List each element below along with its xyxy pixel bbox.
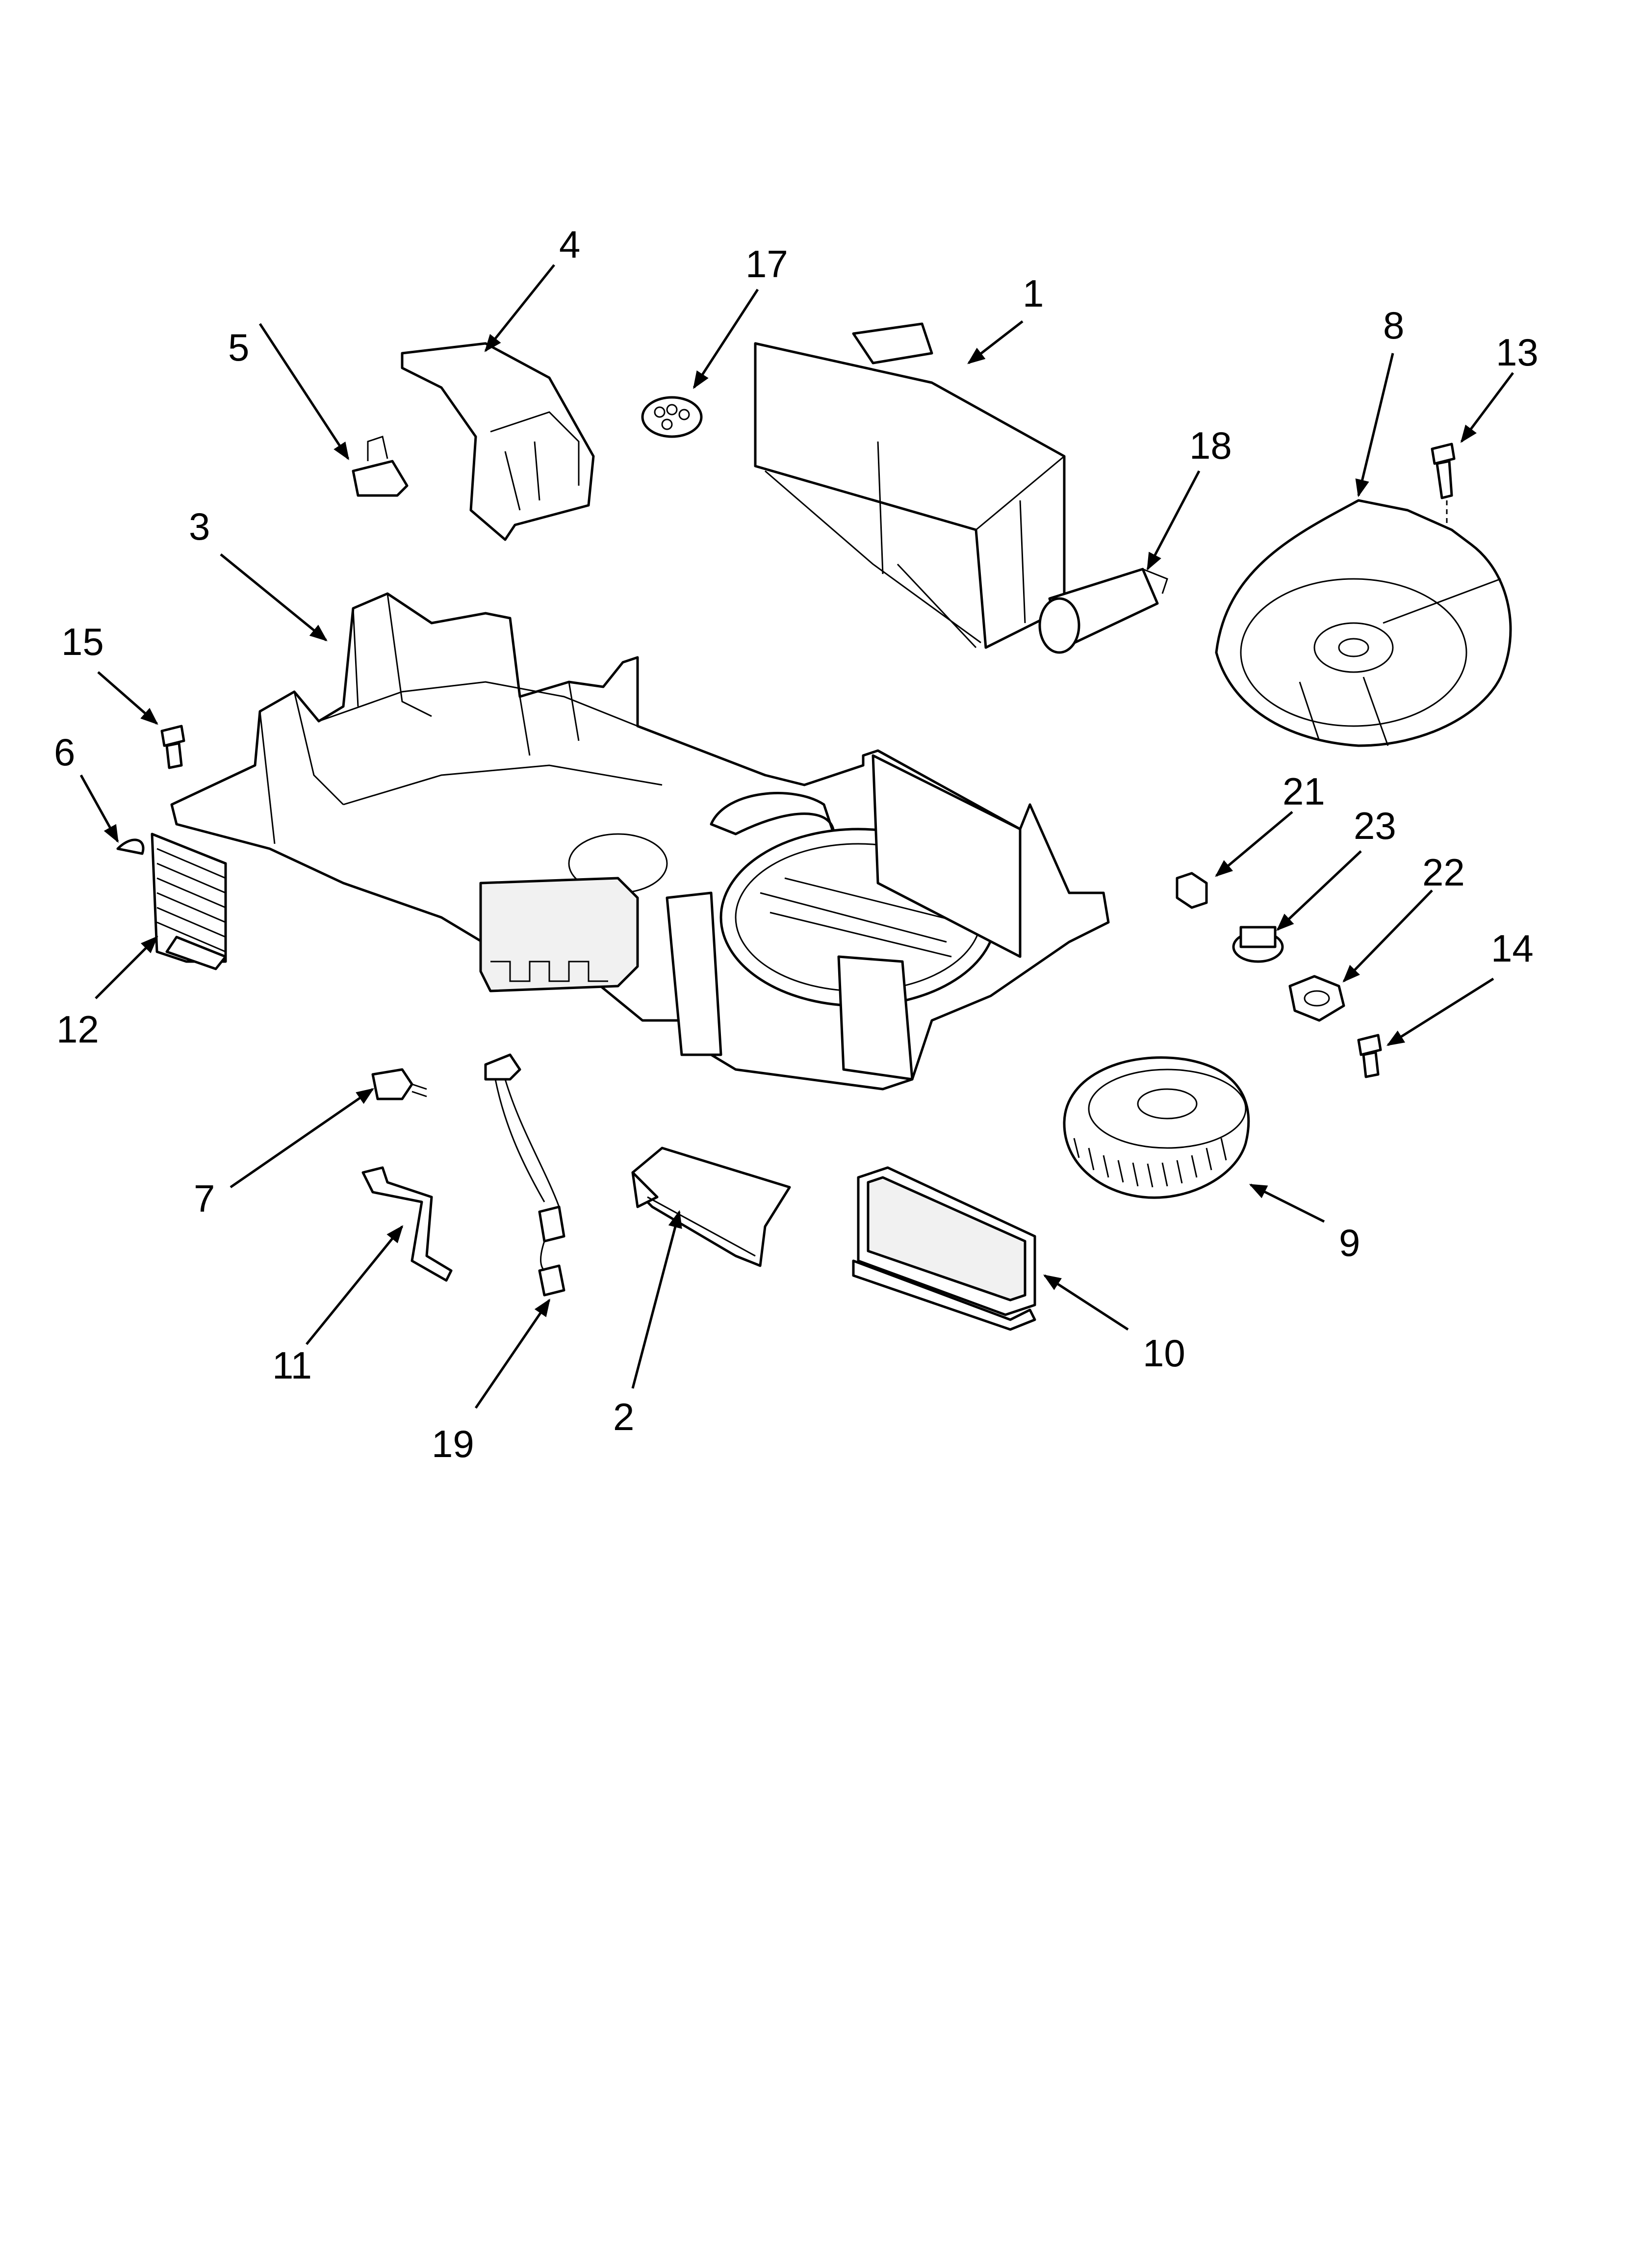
callout-8: 8 [1383,304,1404,347]
leader-1 [967,320,1024,365]
part-13-screw [1431,443,1456,525]
part-18-capacitor [1038,568,1168,654]
part-19-wire-harness [484,1053,565,1297]
leader-19 [474,1299,551,1409]
leader-2 [631,1210,682,1389]
callout-2: 2 [613,1395,634,1438]
part-5-thermal-switch [352,436,409,497]
callout-10: 10 [1143,1331,1185,1375]
leader-3 [220,553,328,642]
part-1-duct [754,322,1066,649]
leader-17 [693,288,759,390]
callout-18: 18 [1189,424,1232,467]
part-3-base-housing [170,592,1110,1091]
leader-15 [97,671,158,725]
leader-22 [1342,889,1433,983]
callout-19: 19 [432,1422,474,1465]
part-23-hub [1232,926,1284,963]
callout-17: 17 [745,242,788,286]
part-10-filter [852,1166,1036,1331]
leader-23 [1276,850,1362,931]
callout-12: 12 [56,1008,99,1051]
part-2-cover-plate [631,1147,791,1267]
callout-23: 23 [1354,804,1396,847]
part-4-bracket [401,342,595,541]
leader-11 [306,1225,404,1345]
part-7-sensor [371,1068,427,1100]
part-22-washer [1288,975,1345,1022]
leader-4 [484,264,555,352]
leader-21 [1215,811,1293,877]
callout-11: 11 [272,1344,312,1387]
leader-12 [95,936,158,999]
leader-6 [79,774,119,843]
callout-22: 22 [1422,851,1465,894]
leader-8 [1355,353,1394,497]
callout-21: 21 [1283,770,1325,813]
leader-lines [79,264,1514,1409]
part-12-grille-panel [151,833,227,970]
part-17-connector [641,396,703,438]
callout-labels: 4 17 1 5 8 13 18 3 15 6 12 21 23 22 14 7… [54,223,1539,1465]
callout-13: 13 [1496,331,1539,374]
leader-18 [1146,470,1201,571]
part-15-screw [160,725,185,769]
leader-5 [258,323,350,461]
leader-13 [1460,372,1514,443]
leader-10 [1043,1274,1129,1331]
part-8-blower-housing [1215,499,1512,747]
callout-14: 14 [1491,927,1534,970]
leader-9 [1249,1183,1325,1223]
leader-14 [1386,977,1494,1046]
leader-7 [230,1088,374,1189]
callout-3: 3 [189,505,210,548]
callout-15: 15 [61,620,104,663]
part-6-clip [116,838,145,855]
part-14-screw [1357,1034,1382,1078]
callout-4: 4 [559,223,580,266]
callout-6: 6 [54,730,75,774]
callout-1: 1 [1023,272,1044,315]
part-21-nut [1176,872,1208,909]
callout-5: 5 [228,326,249,369]
part-9-blower-wheel [1063,1056,1250,1199]
part-11-bracket [361,1166,453,1282]
callout-9: 9 [1339,1221,1360,1264]
callout-7: 7 [194,1177,215,1220]
